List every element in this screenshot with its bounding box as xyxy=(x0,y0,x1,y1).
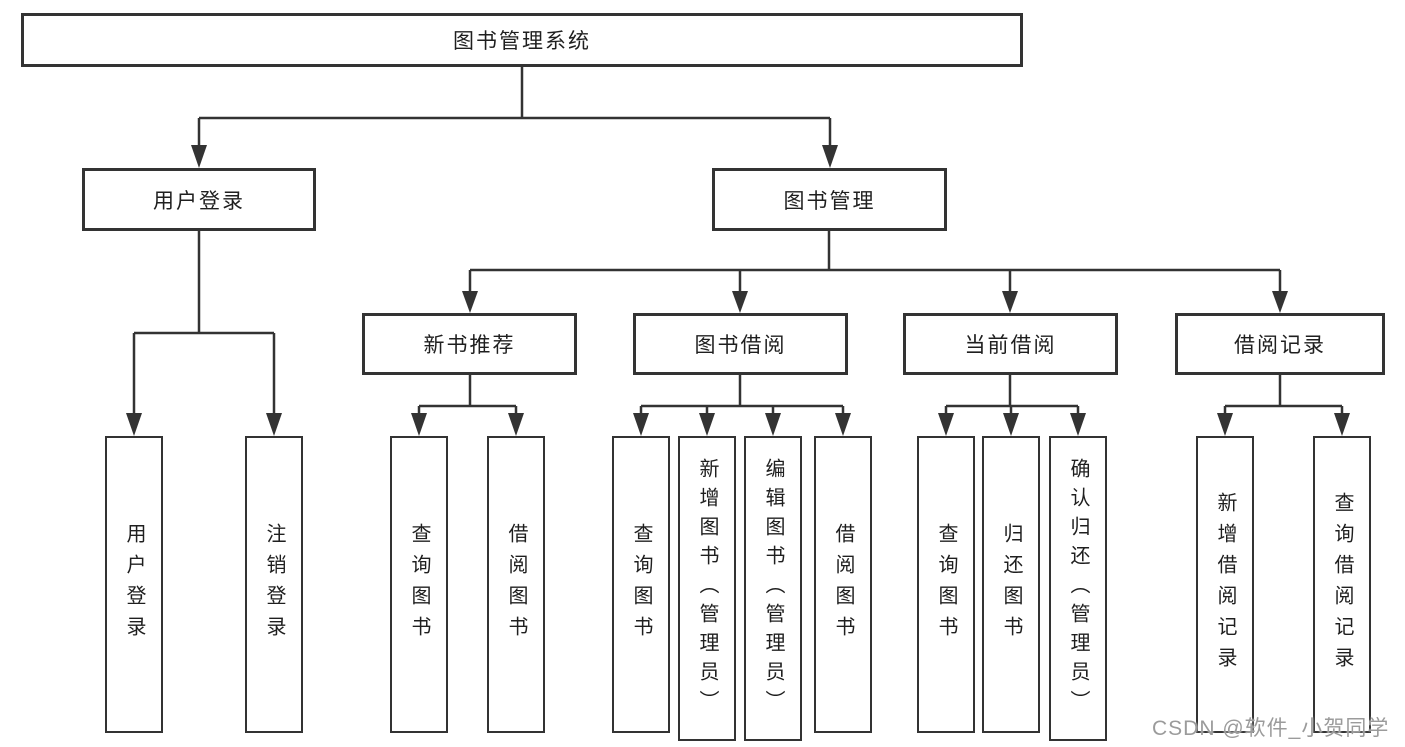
leaf-label: 借阅图书 xyxy=(505,522,527,647)
leaf-user-login: 用户登录 xyxy=(105,436,163,733)
leaf-logout: 注销登录 xyxy=(245,436,303,733)
leaf-query-books-recommend: 查询图书 xyxy=(390,436,448,733)
node-new-book-recommend: 新书推荐 xyxy=(362,313,577,375)
node-label: 新书推荐 xyxy=(423,334,516,357)
node-root-label: 图书管理系统 xyxy=(453,30,591,53)
node-label: 图书借阅 xyxy=(694,334,787,357)
node-root-system: 图书管理系统 xyxy=(21,13,1023,67)
leaf-add-borrow-record: 新增借阅记录 xyxy=(1196,436,1254,733)
leaf-return-books: 归还图书 xyxy=(982,436,1040,733)
leaf-label: 查询图书 xyxy=(935,522,957,647)
node-borrowing-records: 借阅记录 xyxy=(1175,313,1385,375)
node-book-management-branch: 图书管理 xyxy=(712,168,947,231)
leaf-query-borrow-record: 查询借阅记录 xyxy=(1313,436,1371,733)
leaf-add-books-admin: 新增图书（管理员） xyxy=(678,436,736,741)
node-book-borrowing: 图书借阅 xyxy=(633,313,848,375)
leaf-query-books-borrowing: 查询图书 xyxy=(612,436,670,733)
leaf-label: 新增借阅记录 xyxy=(1214,491,1236,678)
csdn-watermark: CSDN @软件_小贺同学 xyxy=(1152,717,1390,740)
leaf-confirm-return-admin: 确认归还（管理员） xyxy=(1049,436,1107,741)
node-current-borrowing: 当前借阅 xyxy=(903,313,1118,375)
leaf-label: 查询借阅记录 xyxy=(1331,491,1353,678)
leaf-edit-books-admin: 编辑图书（管理员） xyxy=(744,436,802,741)
node-label: 当前借阅 xyxy=(964,334,1057,357)
leaf-label: 查询图书 xyxy=(408,522,430,647)
node-user-login-branch: 用户登录 xyxy=(82,168,316,231)
leaf-label: 注销登录 xyxy=(263,522,285,647)
node-label: 借阅记录 xyxy=(1234,334,1326,357)
leaf-label: 编辑图书（管理员） xyxy=(762,458,784,719)
leaf-label: 借阅图书 xyxy=(832,522,854,647)
leaf-label: 确认归还（管理员） xyxy=(1067,458,1089,719)
leaf-label: 用户登录 xyxy=(123,522,145,647)
leaf-borrow-books-recommend: 借阅图书 xyxy=(487,436,545,733)
leaf-label: 归还图书 xyxy=(1000,522,1022,647)
leaf-borrow-books-borrowing: 借阅图书 xyxy=(814,436,872,733)
leaf-label: 查询图书 xyxy=(630,522,652,647)
node-label: 用户登录 xyxy=(153,189,245,213)
node-label: 图书管理 xyxy=(783,189,876,213)
leaf-label: 新增图书（管理员） xyxy=(696,458,718,719)
leaf-query-books-current: 查询图书 xyxy=(917,436,975,733)
